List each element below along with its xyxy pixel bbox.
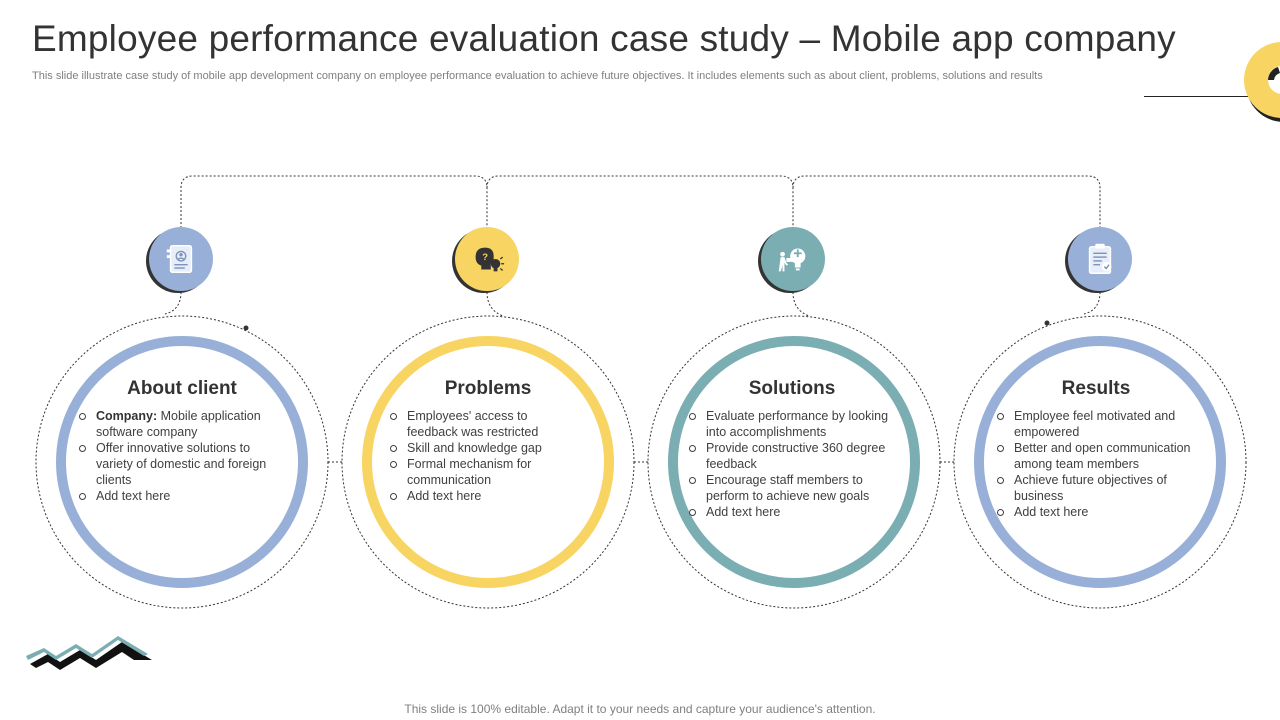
company-text: Mobile application software company: [96, 409, 261, 439]
list-item: Company: Mobile application software com…: [77, 408, 282, 440]
puzzle-lightbulb-icon: [778, 248, 806, 272]
card-list-results: Employee feel motivated and empowered Be…: [995, 408, 1191, 520]
icon-badge-about-client: [149, 227, 213, 291]
card-list-solutions: Evaluate performance by looking into acc…: [687, 408, 897, 520]
list-item: Employees' access to feedback was restri…: [388, 408, 558, 440]
card-list-problems: Employees' access to feedback was restri…: [388, 408, 558, 504]
card-ring-results: [974, 336, 1226, 588]
card-title-solutions: Solutions: [748, 378, 836, 399]
list-item: Offer innovative solutions to variety of…: [77, 440, 282, 488]
list-item: Encourage staff members to perform to ac…: [687, 472, 897, 504]
brain-lightbulb-icon: ?: [475, 247, 505, 272]
list-item: Achieve future objectives of business: [995, 472, 1191, 504]
mountains-decoration-icon: [26, 636, 152, 670]
card-ring-problems: [362, 336, 614, 588]
list-item: Skill and knowledge gap: [388, 440, 558, 456]
footer-note: This slide is 100% editable. Adapt it to…: [404, 702, 876, 716]
card-title-results: Results: [1061, 378, 1131, 399]
clipboard-check-icon: [1088, 243, 1112, 274]
icon-badge-solutions: [761, 227, 825, 291]
list-item: Employee feel motivated and empowered: [995, 408, 1191, 440]
card-ring-about-client: [56, 336, 308, 588]
title-divider: [1144, 96, 1280, 97]
ring-decoration-icon: [1244, 42, 1280, 122]
list-item: Formal mechanism for communication: [388, 456, 558, 488]
svg-text:?: ?: [482, 252, 488, 263]
icon-badge-problems: ?: [455, 227, 519, 291]
slide-title: Employee performance evaluation case stu…: [32, 18, 1176, 59]
list-item: Add text here: [77, 488, 282, 504]
card-ring-solutions: [668, 336, 920, 588]
list-item: Provide constructive 360 degree feedback: [687, 440, 897, 472]
list-item: Add text here: [388, 488, 558, 504]
list-item: Add text here: [995, 504, 1191, 520]
list-item: Evaluate performance by looking into acc…: [687, 408, 897, 440]
card-title-about-client: About client: [127, 378, 237, 399]
profile-document-icon: [166, 244, 193, 274]
list-item: Add text here: [687, 504, 897, 520]
icon-badge-results: [1068, 227, 1132, 291]
company-label: Company:: [96, 409, 158, 423]
list-item: Better and open communication among team…: [995, 440, 1191, 472]
card-title-problems: Problems: [444, 378, 532, 399]
slide-subtitle: This slide illustrate case study of mobi…: [32, 70, 1043, 82]
card-list-about-client: Company: Mobile application software com…: [77, 408, 282, 504]
